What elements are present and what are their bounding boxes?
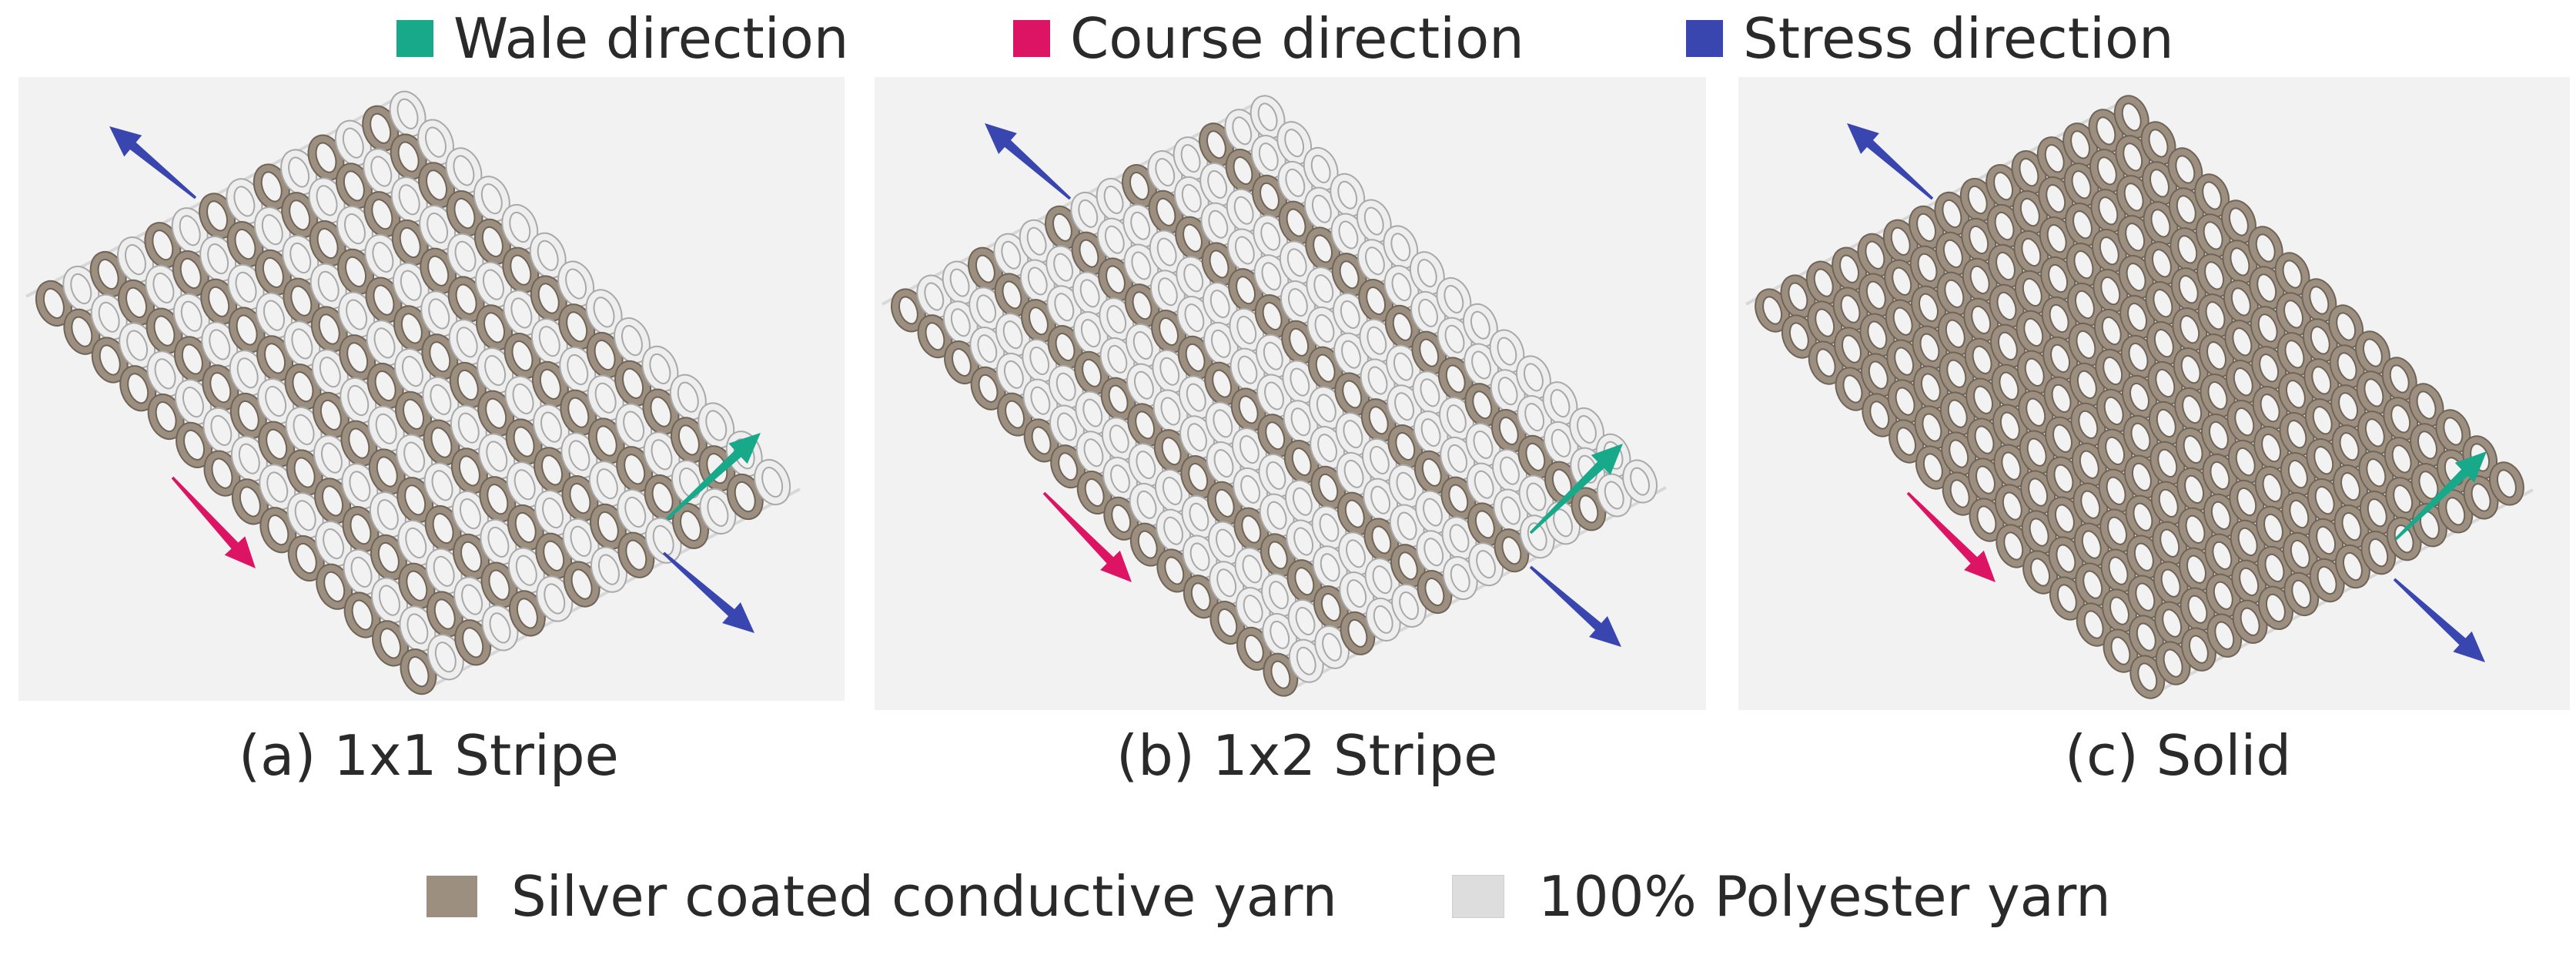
legend-wale-label: Wale direction	[453, 6, 849, 71]
legend-polyester: 100% Polyester yarn	[1452, 869, 2111, 924]
legend-course-label: Course direction	[1070, 6, 1524, 71]
legend-stress: Stress direction	[1686, 11, 2174, 66]
legend-stress-label: Stress direction	[1743, 6, 2174, 71]
knit-fabric-solid	[1745, 95, 2534, 699]
knit-loops	[25, 90, 801, 695]
stress-arrow-up	[109, 126, 197, 199]
panel-1x2-stripe	[875, 77, 1706, 710]
wale-arrow	[665, 433, 761, 521]
caption-1x1-stripe: (a) 1x1 Stripe	[239, 723, 619, 788]
legend-course: Course direction	[1013, 11, 1524, 66]
caption-1x2-stripe: (b) 1x2 Stripe	[1116, 723, 1498, 788]
stress-arrow-down	[662, 551, 754, 633]
legend-conductive: Silver coated conductive yarn	[427, 869, 1337, 924]
stress-arrow-down	[2393, 578, 2485, 662]
stress-swatch	[1686, 20, 1723, 57]
stress-arrow-up	[985, 123, 1072, 200]
wale-swatch	[396, 20, 433, 57]
yarn-legend: Silver coated conductive yarn 100% Polye…	[0, 863, 2576, 947]
panel-solid	[1738, 77, 2570, 710]
caption-solid: (c) Solid	[2065, 723, 2292, 788]
stress-arrow-down	[1529, 565, 1621, 647]
panel-1x1-stripe	[18, 77, 845, 701]
course-arrow	[171, 476, 256, 568]
knit-loops	[882, 95, 1667, 697]
legend-wale: Wale direction	[396, 11, 848, 66]
legend-polyester-label: 100% Polyester yarn	[1538, 864, 2111, 929]
conductive-swatch	[427, 876, 477, 917]
wale-arrow	[1529, 444, 1623, 534]
knit-fabric-1x2-stripe	[882, 95, 1667, 697]
knit-loops	[1745, 95, 2534, 699]
course-swatch	[1013, 20, 1050, 57]
knit-fabric-1x1-stripe	[25, 90, 801, 695]
direction-legend: Wale direction Course direction Stress d…	[0, 0, 2576, 77]
legend-conductive-label: Silver coated conductive yarn	[511, 864, 1337, 929]
wale-arrow	[2394, 451, 2487, 541]
polyester-swatch	[1452, 875, 1504, 918]
course-arrow	[1906, 491, 1996, 582]
course-arrow	[1042, 491, 1132, 582]
stress-arrow-up	[1847, 123, 1934, 200]
